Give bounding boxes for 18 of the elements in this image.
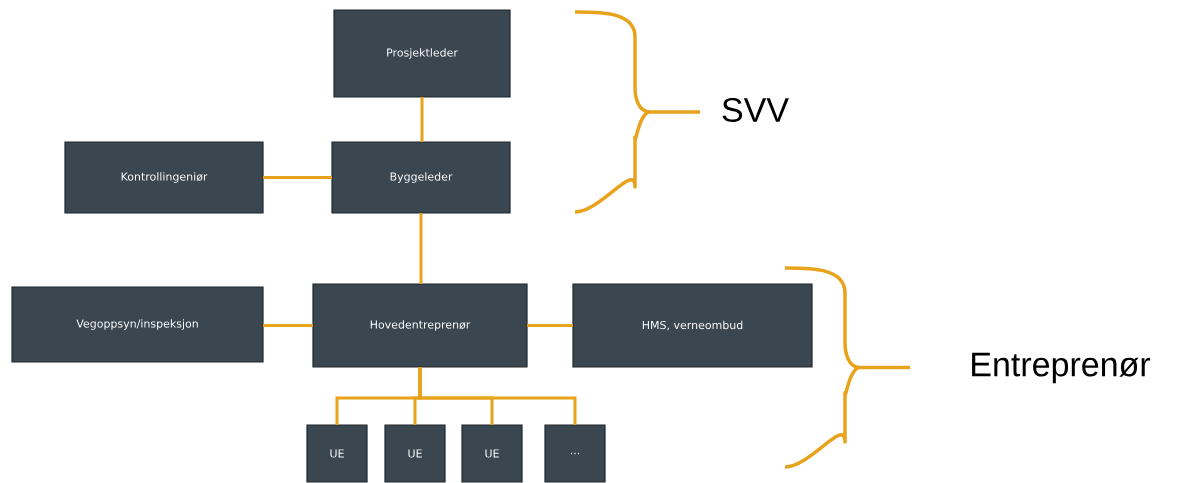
connector-line <box>420 97 424 142</box>
group-label: SVV <box>722 97 789 123</box>
connector-line <box>263 176 332 179</box>
role-box: Byggeleder <box>331 141 511 214</box>
role-box: Kontrollingeniør <box>64 141 264 214</box>
connector-line <box>527 324 573 327</box>
role-box: HMS, verneombud <box>572 283 813 368</box>
connector-line <box>419 213 423 284</box>
role-box: Hovedentreprenør <box>312 283 528 368</box>
role-box: UE <box>306 424 368 483</box>
role-box: UE <box>384 424 446 483</box>
connector-line <box>263 324 313 327</box>
group-label: Entreprenør <box>972 352 1151 384</box>
role-box: ... <box>544 424 606 483</box>
connector-line <box>418 367 577 425</box>
role-box: UE <box>461 424 523 483</box>
role-box: Vegoppsyn/inspeksjon <box>11 286 264 363</box>
role-box: Prosjektleder <box>333 9 511 98</box>
